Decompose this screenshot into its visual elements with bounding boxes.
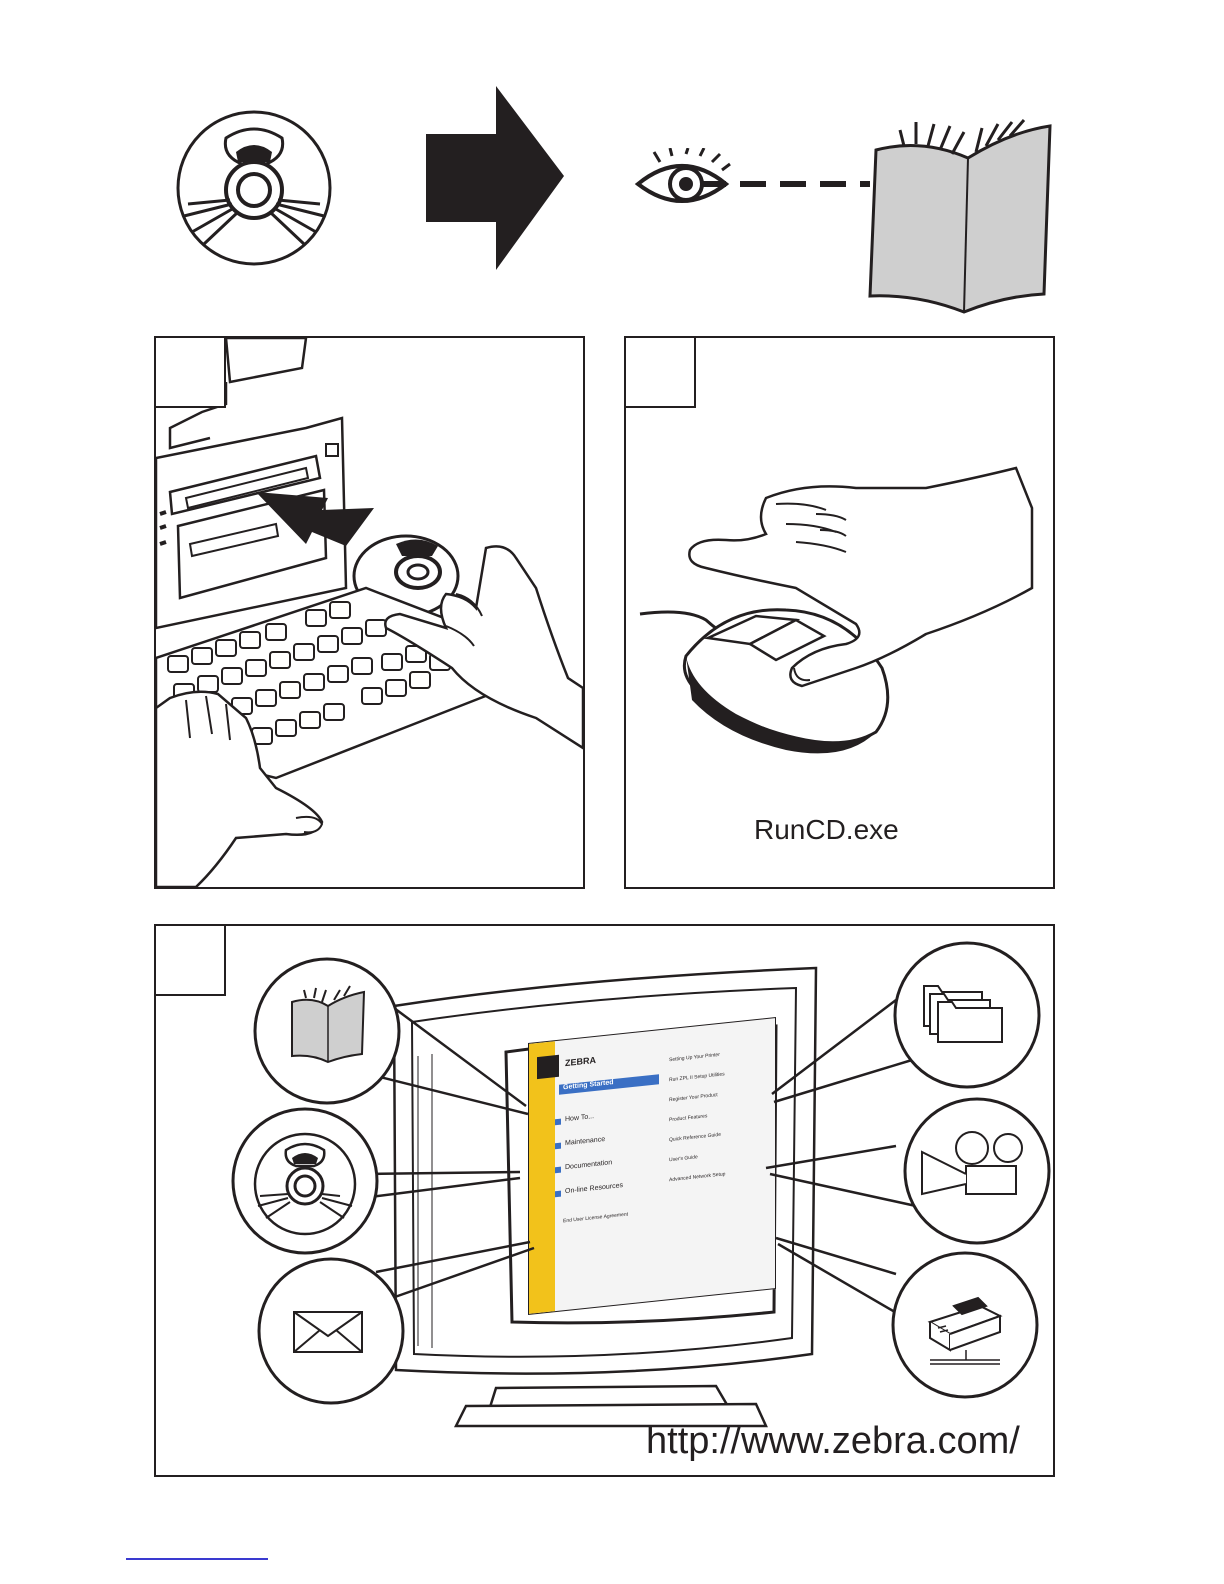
step-2-run-cd-panel: RunCD.exe <box>624 336 1055 889</box>
manual-book-icon <box>864 118 1058 314</box>
website-url[interactable]: http://www.zebra.com/ <box>646 1420 1020 1463</box>
step-number-box <box>156 926 226 996</box>
cd-icon <box>255 1134 355 1234</box>
documentation-callout[interactable] <box>252 956 402 1106</box>
step-1-insert-cd-panel <box>154 336 585 889</box>
video-callout[interactable] <box>902 1096 1052 1246</box>
network-printer-callout[interactable] <box>890 1250 1040 1400</box>
mouse-hand-illustration <box>626 338 1053 887</box>
footer-rule <box>126 1558 268 1560</box>
dashed-line <box>700 180 870 188</box>
arrow-right-icon <box>424 86 566 272</box>
step-number-box <box>156 338 226 408</box>
step-number-box <box>626 338 696 408</box>
contact-callout[interactable] <box>256 1256 406 1406</box>
files-callout[interactable] <box>892 940 1042 1090</box>
filename-label: RunCD.exe <box>754 814 899 846</box>
insert-cd-illustration <box>156 338 583 887</box>
cd-callout[interactable] <box>230 1106 380 1256</box>
step-3-menu-panel: ZEBRA Getting Started How To... Maintena… <box>154 924 1055 1477</box>
cd-disc-icon <box>174 108 334 268</box>
